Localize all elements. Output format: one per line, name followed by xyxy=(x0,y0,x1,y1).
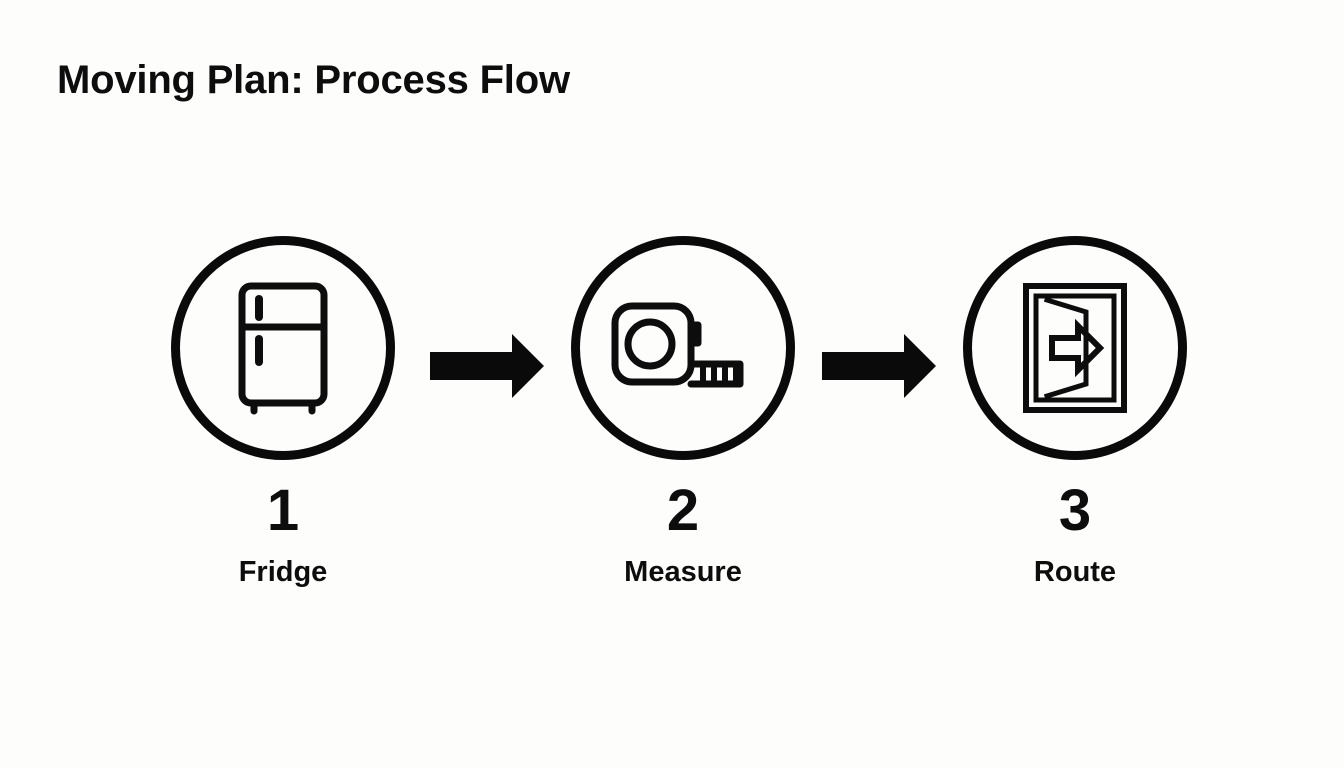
step-1-circle xyxy=(171,236,395,460)
step-1-label: Fridge xyxy=(238,556,328,588)
step-2-label: Measure xyxy=(624,556,742,588)
process-step-2[interactable]: 2 Measure xyxy=(563,236,803,587)
tape-measure-icon xyxy=(610,292,756,404)
step-3-circle xyxy=(963,236,1187,460)
refrigerator-icon xyxy=(224,280,342,416)
page-title: Moving Plan: Process Flow xyxy=(57,58,570,102)
step-1-number: 1 xyxy=(266,478,300,543)
step-3-number: 3 xyxy=(1058,478,1092,543)
connector-arrow-1 xyxy=(428,332,546,400)
connector-arrow-2 xyxy=(820,332,938,400)
process-flow-row: 1 Fridge xyxy=(0,236,1344,636)
process-step-3[interactable]: 3 Route xyxy=(955,236,1195,587)
right-arrow-icon xyxy=(820,332,938,400)
step-2-circle xyxy=(571,236,795,460)
step-3-label: Route xyxy=(1033,556,1117,588)
process-step-1[interactable]: 1 Fridge xyxy=(163,236,403,587)
right-arrow-icon xyxy=(428,332,546,400)
step-2-number: 2 xyxy=(666,478,700,543)
exit-door-arrow-icon xyxy=(1022,282,1128,414)
